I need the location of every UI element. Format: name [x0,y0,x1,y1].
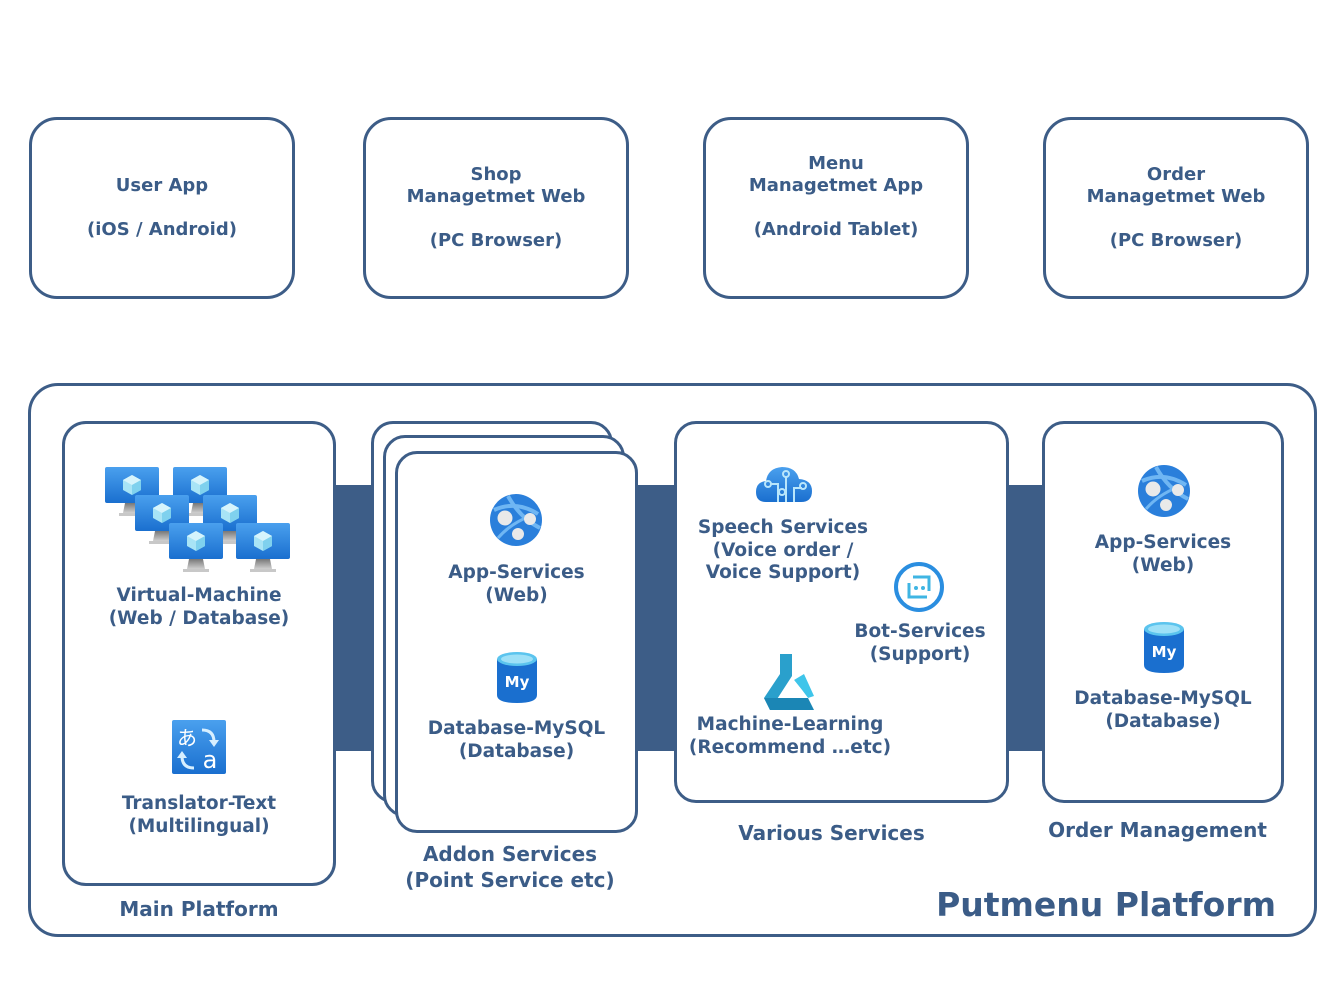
service-detail: (Web) [1131,554,1195,576]
service-detail: (Web / Database) [108,607,290,629]
various-services-group [674,421,1009,803]
service-translator-text: Translator-Text (Multilingual) [62,793,336,838]
client-subtitle: (Android Tablet) [753,219,919,240]
client-subtitle: (PC Browser) [429,230,563,251]
client-subtitle: (iOS / Android) [87,219,237,240]
service-detail-line-2: Voice Support) [705,562,861,583]
machine-learning-icon [764,654,814,710]
connector-bar [636,485,676,751]
client-menu-management-app: Menu Managetmet App (Android Tablet) [703,117,969,299]
translator-text-icon: あ a [172,720,226,774]
mysql-database-icon [497,652,537,703]
service-name: App-Services [448,562,585,583]
addon-services-group [395,451,638,833]
service-app-services: App-Services (Web) [1042,532,1284,577]
group-label-line-1: Addon Services [422,842,598,866]
service-detail: (Support) [869,643,971,665]
service-name: Database-MySQL [427,718,606,739]
bot-services-icon [894,562,944,612]
svg-text:あ: あ [177,726,197,750]
client-order-management-web: Order Managetmet Web (PC Browser) [1043,117,1309,299]
client-title: User App [115,175,209,196]
service-name: Speech Services [697,517,869,538]
app-services-icon [490,494,542,546]
service-name: Bot-Services [854,621,986,642]
service-virtual-machine: Virtual-Machine (Web / Database) [62,585,336,630]
group-label-various-services: Various Services [738,821,925,845]
speech-services-icon [756,467,812,502]
connector-bar [334,485,374,751]
service-detail: (Multilingual) [128,815,270,837]
service-database-mysql: Database-MySQL (Database) [395,718,638,763]
service-name: App-Services [1094,532,1232,553]
mysql-database-icon [1144,622,1184,673]
connector-bar [1007,485,1044,751]
group-label-line-2: (Point Service etc) [405,868,615,892]
client-title-line-1: Order [1146,164,1206,185]
service-app-services: App-Services (Web) [395,562,638,607]
service-detail: (Database) [1105,710,1221,732]
service-name: Machine-Learning [696,714,884,735]
service-detail-line-1: (Voice order / [712,539,854,561]
client-shop-management-web: Shop Managetmet Web (PC Browser) [363,117,629,299]
client-title-line-1: Menu [808,153,864,174]
service-speech-services: Speech Services (Voice order / Voice Sup… [680,517,886,585]
svg-text:a: a [203,746,218,774]
client-title-line-2: Managetmet App [748,175,924,196]
virtual-machine-icon [105,467,290,572]
service-name: Database-MySQL [1074,688,1252,709]
service-database-mysql: Database-MySQL (Database) [1042,688,1284,733]
service-machine-learning: Machine-Learning (Recommend …etc) [680,714,900,759]
group-label-order-management: Order Management [1048,818,1267,842]
service-bot-services: Bot-Services (Support) [840,621,1000,666]
service-name: Translator-Text [121,793,277,814]
service-detail: (Web) [485,584,548,606]
service-detail: (Recommend …etc) [688,736,892,758]
app-services-icon [1138,465,1190,517]
client-title-line-2: Managetmet Web [406,186,586,207]
client-title-line-2: Managetmet Web [1086,186,1266,207]
client-user-app: User App (iOS / Android) [29,117,295,299]
group-label-main-platform: Main Platform [119,897,279,921]
service-detail: (Database) [458,740,575,762]
client-title-line-1: Shop [470,164,522,185]
client-subtitle: (PC Browser) [1109,230,1243,251]
platform-title: Putmenu Platform [936,885,1276,924]
group-label-addon-services: Addon Services (Point Service etc) [370,841,650,893]
service-name: Virtual-Machine [116,585,282,606]
